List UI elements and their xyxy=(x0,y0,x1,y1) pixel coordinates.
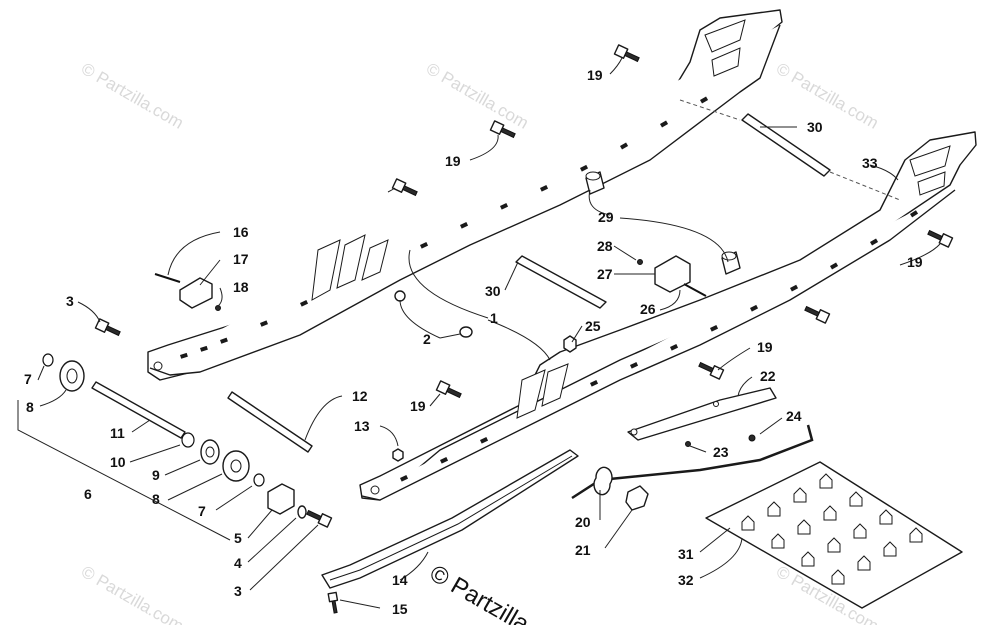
callout-17: 17 xyxy=(233,251,249,267)
callout-19: 19 xyxy=(445,153,461,169)
callout-33: 33 xyxy=(862,155,878,171)
hyfax-slide xyxy=(321,449,579,614)
watermark: © Partzilla.com xyxy=(773,59,882,133)
callout-9: 9 xyxy=(152,467,160,483)
callout-21: 21 xyxy=(575,542,591,558)
callout-13: 13 xyxy=(354,418,370,434)
callout-25: 25 xyxy=(585,318,601,334)
callout-4: 4 xyxy=(234,555,242,571)
cross-shafts xyxy=(515,99,901,309)
callout-16: 16 xyxy=(233,224,249,240)
callout-15: 15 xyxy=(392,601,408,617)
callout-31: 31 xyxy=(678,546,694,562)
watermark-bottom: © Partzilla xyxy=(425,560,534,625)
callout-8: 8 xyxy=(152,491,160,507)
callout-28: 28 xyxy=(597,238,613,254)
callout-23: 23 xyxy=(713,444,729,460)
callout-12: 12 xyxy=(352,388,368,404)
callout-19: 19 xyxy=(907,254,923,270)
watermark: © Partzilla.com xyxy=(78,59,187,133)
callout-3: 3 xyxy=(234,583,242,599)
callout-18: 18 xyxy=(233,279,249,295)
callout-3: 3 xyxy=(66,293,74,309)
callout-19: 19 xyxy=(587,67,603,83)
callout-27: 27 xyxy=(597,266,613,282)
watermark: © Partzilla.com xyxy=(423,59,532,133)
rail-right xyxy=(359,131,977,501)
callout-19: 19 xyxy=(757,339,773,355)
springs-and-links xyxy=(571,387,814,511)
callout-2: 2 xyxy=(423,331,431,347)
callout-labels: 19 30 33 19 29 16 17 28 27 18 3 30 26 1 … xyxy=(24,67,923,617)
callout-7: 7 xyxy=(24,371,32,387)
callout-8: 8 xyxy=(26,399,34,415)
watermark: © Partzilla.com xyxy=(78,562,187,625)
callout-7: 7 xyxy=(198,503,206,519)
callout-20: 20 xyxy=(575,514,591,530)
callout-24: 24 xyxy=(786,408,802,424)
rail-left xyxy=(147,9,783,381)
track-section xyxy=(705,461,963,609)
callout-32: 32 xyxy=(678,572,694,588)
leader-lines xyxy=(37,57,941,609)
callout-30: 30 xyxy=(485,283,501,299)
callout-10: 10 xyxy=(110,454,126,470)
callout-30: 30 xyxy=(807,119,823,135)
callout-11: 11 xyxy=(110,425,125,441)
slide-blocks xyxy=(154,255,707,311)
callout-6: 6 xyxy=(84,486,92,502)
callout-14: 14 xyxy=(392,572,408,588)
callout-1: 1 xyxy=(490,310,498,326)
axle-assembly xyxy=(17,353,313,541)
callout-29: 29 xyxy=(598,209,614,225)
callout-5: 5 xyxy=(234,530,242,546)
callout-26: 26 xyxy=(640,301,656,317)
callout-22: 22 xyxy=(760,368,776,384)
callout-19: 19 xyxy=(410,398,426,414)
